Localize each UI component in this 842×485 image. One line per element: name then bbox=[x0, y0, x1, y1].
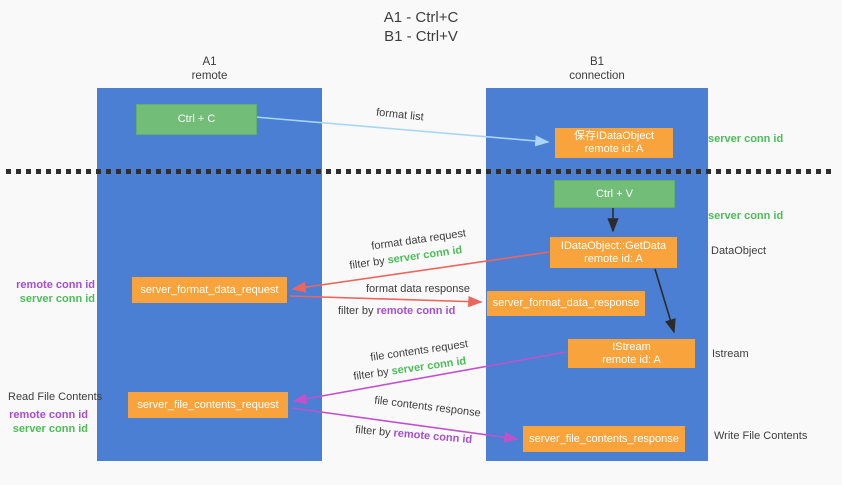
node-ctrl-v: Ctrl + V bbox=[554, 180, 675, 208]
annotation-server-conn-id-mid: server conn id bbox=[708, 210, 784, 222]
filter-by-text: filter by bbox=[338, 305, 374, 317]
arrow-file-contents-request bbox=[292, 351, 567, 405]
node-server-format-data-request: server_format_data_request bbox=[132, 277, 287, 303]
server-conn-id-label: server conn id bbox=[19, 293, 95, 305]
annotation-istream: Istream bbox=[712, 348, 749, 360]
annotation-conn-ids-file: remote conn id server conn id bbox=[0, 408, 88, 436]
arrow-getdata-to-istream bbox=[654, 268, 676, 334]
save-idataobject-remote-id: remote id: A bbox=[584, 143, 644, 155]
label-format-data-response: format data response bbox=[366, 283, 470, 295]
remote-conn-id-text: remote conn id bbox=[376, 305, 456, 317]
lane-b1-role: connection bbox=[569, 70, 625, 82]
server-format-data-response-label: server_format_data_response bbox=[492, 297, 640, 309]
node-server-file-contents-request: server_file_contents_request bbox=[128, 392, 288, 418]
arrow-format-list bbox=[254, 116, 550, 147]
node-idataobject-getdata: IDataObject::GetData remote id: A bbox=[550, 237, 677, 268]
node-ctrl-c: Ctrl + C bbox=[136, 104, 257, 135]
remote-conn-id-label: remote conn id bbox=[16, 279, 95, 291]
ctrl-v-label: Ctrl + V bbox=[596, 187, 633, 200]
node-save-idataobject: 保存IDataObject remote id: A bbox=[555, 128, 673, 158]
ctrl-c-label: Ctrl + C bbox=[177, 113, 216, 125]
istream-title: IStream bbox=[612, 340, 651, 353]
save-idataobject-title: 保存IDataObject bbox=[573, 130, 655, 142]
getdata-title: IDataObject::GetData bbox=[560, 239, 667, 252]
server-conn-id-label: server conn id bbox=[12, 423, 88, 435]
lane-a1-id: A1 bbox=[202, 56, 217, 68]
node-server-format-data-response: server_format_data_response bbox=[487, 291, 645, 316]
getdata-remote-id: remote id: A bbox=[584, 252, 643, 265]
server-file-contents-response-label: server_file_contents_response bbox=[529, 432, 679, 445]
node-server-file-contents-response: server_file_contents_response bbox=[523, 426, 685, 452]
title-line-a1: A1 - Ctrl+C bbox=[383, 9, 459, 26]
lane-header-b1: B1 connection bbox=[486, 55, 708, 83]
annotation-server-conn-id-top: server conn id bbox=[708, 133, 784, 145]
arrow-format-data-request bbox=[291, 251, 550, 293]
remote-conn-id-label: remote conn id bbox=[9, 409, 88, 421]
diagram-title: A1 - Ctrl+C B1 - Ctrl+V bbox=[0, 8, 842, 46]
annotation-dataobject: DataObject bbox=[711, 245, 767, 257]
lane-header-a1: A1 remote bbox=[97, 55, 322, 83]
phase-divider-dotted-line bbox=[6, 169, 836, 174]
arrow-format-data-response bbox=[289, 295, 483, 308]
istream-remote-id: remote id: A bbox=[602, 353, 661, 366]
lane-a1-role: remote bbox=[191, 70, 228, 82]
annotation-write-file-contents: Write File Contents bbox=[714, 430, 808, 442]
annotation-read-file-contents: Read File Contents bbox=[8, 391, 103, 403]
title-line-b1: B1 - Ctrl+V bbox=[384, 28, 458, 45]
server-format-data-request-label: server_format_data_request bbox=[140, 283, 279, 296]
server-file-contents-request-label: server_file_contents_request bbox=[137, 398, 279, 411]
annotation-conn-ids-format: remote conn id server conn id bbox=[0, 278, 95, 306]
node-istream: IStream remote id: A bbox=[568, 339, 695, 368]
lane-b1-id: B1 bbox=[589, 56, 605, 68]
arrow-file-contents-response bbox=[291, 407, 519, 443]
